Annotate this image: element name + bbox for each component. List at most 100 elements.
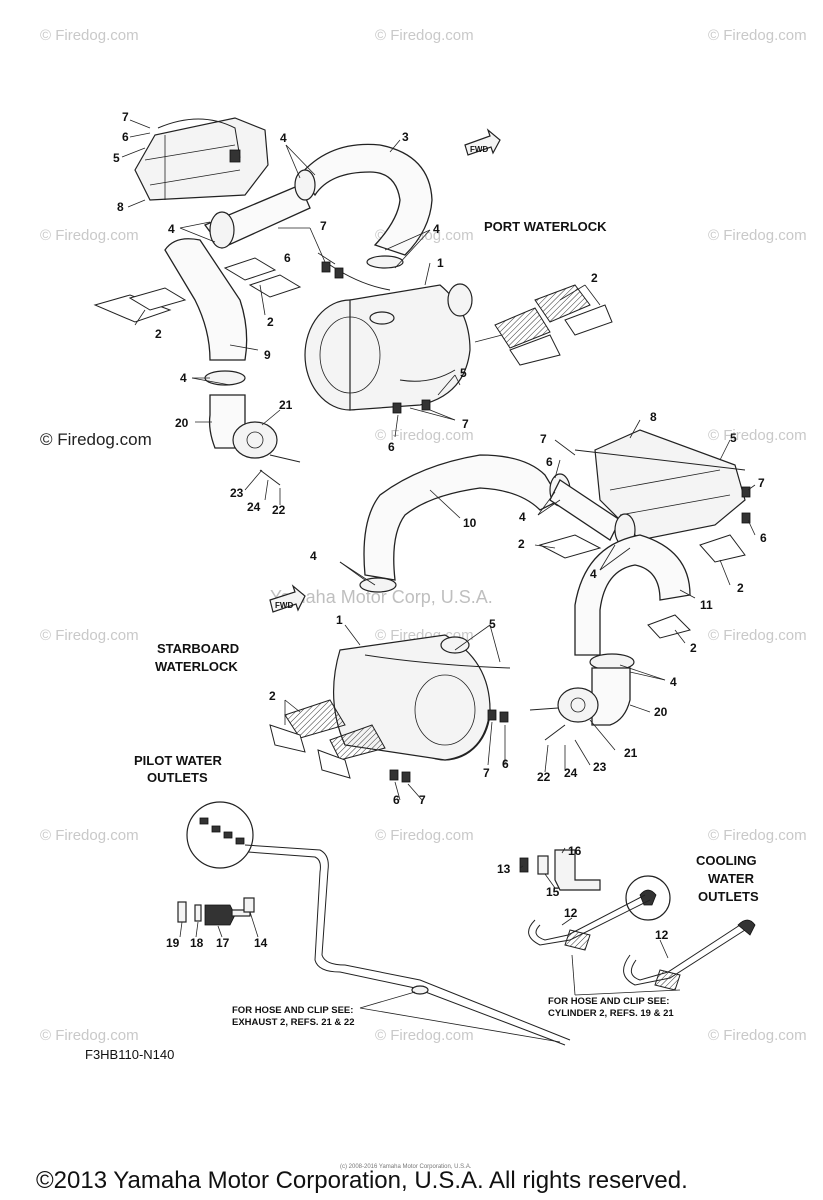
port-exhaust-assembly: FWD	[93, 117, 613, 486]
elbow-20	[591, 667, 631, 726]
cooling-hose	[623, 929, 746, 986]
ref-number: 6	[502, 757, 509, 771]
ref-number: 23	[230, 486, 244, 500]
part-14	[243, 897, 255, 913]
center-watermark: Yamaha Motor Corp, U.S.A.	[270, 587, 493, 607]
watermark: © Firedog.com	[40, 827, 139, 844]
section-labels: PORT WATERLOCK STARBOARD WATERLOCK PILOT…	[36, 219, 759, 1194]
hose-clamp	[366, 255, 404, 269]
bracket	[499, 711, 509, 723]
hose-clamp	[204, 370, 246, 386]
pipe-9	[164, 238, 248, 361]
ref-number: 24	[564, 766, 578, 780]
pilot-water-outlets-label: OUTLETS	[147, 770, 208, 785]
pad	[647, 614, 691, 639]
ref-number: 7	[122, 110, 129, 124]
pilot-hose	[247, 851, 566, 1046]
ref-number: 6	[284, 251, 291, 265]
ref-number: 2	[737, 581, 744, 595]
waterlock-outlet	[447, 283, 473, 317]
watermark: © Firedog.com	[375, 427, 474, 444]
diagram-part-number: F3HB110-N140	[85, 1047, 174, 1062]
ref-number: 5	[113, 151, 120, 165]
ref-number: 8	[650, 410, 657, 424]
watermark: © Firedog.com	[40, 627, 139, 644]
waterlock-inlet	[369, 311, 395, 325]
ref-number: 8	[117, 200, 124, 214]
ref-number: 7	[462, 417, 469, 431]
cooling-water-outlets-label: WATER	[708, 871, 755, 886]
starboard-exhaust-assembly: FWD	[269, 429, 751, 783]
ref-number: 18	[190, 936, 204, 950]
pad	[564, 304, 613, 336]
strap	[364, 654, 511, 669]
cylinder-note: CYLINDER 2, REFS. 19 & 21	[548, 1008, 674, 1019]
ref-number: 5	[730, 431, 737, 445]
pad	[248, 274, 302, 298]
ref-number: 14	[254, 936, 268, 950]
bracket	[389, 769, 399, 781]
strap-clip	[741, 512, 751, 524]
port-waterlock-label: PORT WATERLOCK	[484, 219, 607, 234]
part-17	[204, 904, 236, 926]
strap-clip	[741, 486, 751, 498]
ref-number: 22	[537, 770, 551, 784]
hose-clamp	[294, 169, 316, 201]
part-13	[519, 857, 529, 873]
bracket	[487, 709, 497, 721]
ref-number: 2	[269, 689, 276, 703]
exhaust-note: FOR HOSE AND CLIP SEE:	[232, 1005, 353, 1016]
fwd-label: FWD	[470, 145, 488, 154]
hose-clamp	[359, 577, 397, 593]
reference-numbers: 7 6 5 8 4 4 3 4 7 6 1 2 2 2 9 5 4 21 20 …	[113, 110, 767, 950]
ref-number: 2	[690, 641, 697, 655]
ref-number: 6	[388, 440, 395, 454]
port-strap	[157, 118, 241, 159]
bracket	[421, 399, 431, 411]
ref-number: 19	[166, 936, 180, 950]
fwd-arrow	[464, 128, 501, 156]
watermark: © Firedog.com	[40, 1027, 139, 1044]
waterlock-inlet	[440, 636, 470, 654]
ref-number: 6	[546, 455, 553, 469]
ref-number: 12	[564, 906, 578, 920]
ref-number: 22	[272, 503, 286, 517]
ref-number: 3	[402, 130, 409, 144]
ref-number: 24	[247, 500, 261, 514]
pad-hatched	[329, 724, 386, 761]
hose-clip	[411, 985, 429, 995]
tiny-copyright: (c) 2008-2016 Yamaha Motor Corporation, …	[340, 1164, 472, 1170]
ref-number: 5	[489, 617, 496, 631]
ref-number: 2	[267, 315, 274, 329]
bolt	[259, 469, 281, 486]
bracket	[392, 402, 402, 414]
pad	[128, 287, 187, 311]
ref-number: 4	[310, 549, 317, 563]
pipe-connector	[549, 479, 621, 541]
ref-number: 21	[279, 398, 293, 412]
pad	[509, 334, 561, 366]
ref-number: 2	[591, 271, 598, 285]
watermark: © Firedog.com	[375, 1027, 474, 1044]
ref-number: 20	[175, 416, 189, 430]
ref-number: 15	[546, 885, 560, 899]
strap-clip	[229, 149, 241, 163]
starboard-strap	[574, 449, 746, 471]
bracket	[401, 771, 411, 783]
watermark: © Firedog.com	[708, 427, 807, 444]
ref-number: 12	[655, 928, 669, 942]
flange-21	[557, 687, 599, 723]
ref-number: 11	[700, 598, 713, 612]
ref-number: 21	[624, 746, 638, 760]
watermark: © Firedog.com	[708, 27, 807, 44]
pilot-hose	[244, 844, 571, 1041]
bolt	[544, 724, 566, 741]
ref-number: 20	[654, 705, 668, 719]
ref-number: 4	[180, 371, 187, 385]
ref-number: 4	[590, 567, 597, 581]
watermark: © Firedog.com	[40, 27, 139, 44]
part-15	[537, 855, 549, 875]
cooling-water-outlets-label: OUTLETS	[698, 889, 759, 904]
